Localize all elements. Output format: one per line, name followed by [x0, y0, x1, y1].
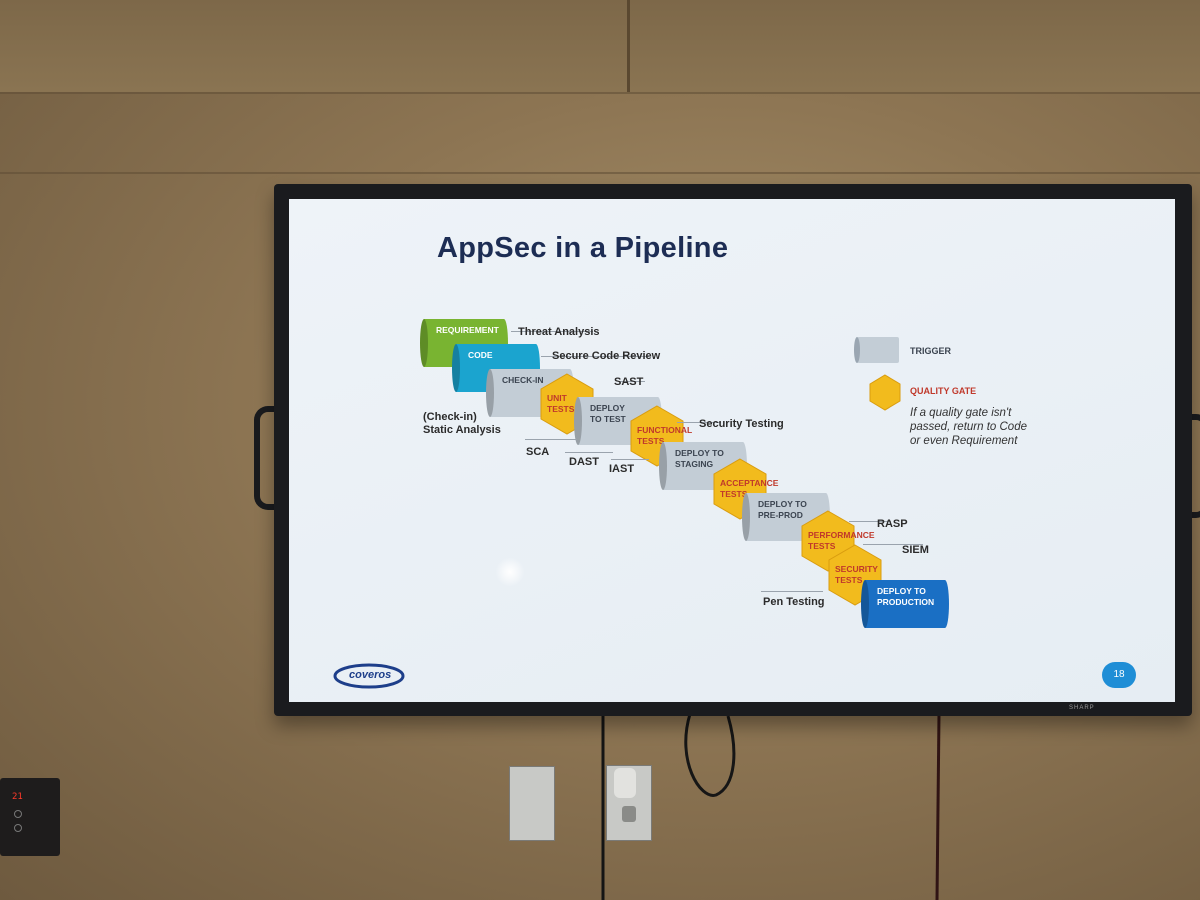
thermostat-panel: 21	[0, 778, 60, 856]
cylinder-end	[574, 397, 582, 445]
cylinder-end	[659, 442, 667, 490]
cylinder-end	[486, 369, 494, 417]
stage-label: DEPLOY TO	[758, 499, 807, 509]
annotation-dast: DAST	[569, 456, 599, 468]
annotation-secure-code-review: Secure Code Review	[552, 350, 661, 362]
thermostat-button	[14, 824, 22, 832]
annotation-line	[619, 381, 645, 382]
legend-quality-gate-label: QUALITY GATE	[910, 386, 977, 396]
ceiling-panel	[0, 0, 1200, 92]
annotation-rasp: RASP	[877, 518, 908, 530]
legend-trigger-label: TRIGGER	[910, 346, 952, 356]
annotation-line	[525, 439, 577, 440]
coveros-logo-text: coveros	[349, 669, 392, 681]
annotation-line	[863, 544, 923, 545]
stage-label: TO TEST	[590, 414, 627, 424]
wall-plate-blank	[509, 766, 555, 841]
trigger-legend-icon-end	[854, 337, 860, 363]
quality-gate-legend-icon	[869, 374, 901, 411]
slide-title: AppSec in a Pipeline	[437, 232, 729, 264]
thermostat-display: 21	[12, 792, 23, 802]
wall-seam	[0, 92, 1200, 94]
legend-shapes	[854, 337, 901, 411]
annotation-threat-analysis: Threat Analysis	[518, 326, 600, 338]
gate-label: SECURITY	[835, 564, 878, 574]
cylinder-end	[420, 319, 428, 367]
gate-label: ACCEPTANCE	[720, 478, 779, 488]
legend-note-line: or even Requirement	[910, 435, 1018, 447]
annotation-static-analysis: Static Analysis	[423, 424, 501, 436]
tv-handle-left	[254, 406, 284, 510]
legend-note-line: If a quality gate isn't	[910, 407, 1012, 419]
gate-label: TESTS	[720, 489, 748, 499]
annotation-line	[849, 521, 891, 522]
annotation-pen-testing: Pen Testing	[763, 596, 825, 608]
stage-label: DEPLOY TO	[675, 448, 724, 458]
cylinder-end	[861, 580, 869, 628]
annotation-sca: SCA	[526, 446, 550, 458]
legend-note: If a quality gate isn't passed, return t…	[910, 406, 1027, 448]
thermostat-button	[14, 810, 22, 818]
page-number-badge: 18	[1102, 662, 1136, 688]
stage-label: PRODUCTION	[877, 597, 934, 607]
gate-label: TESTS	[835, 575, 863, 585]
annotation-security-testing: Security Testing	[699, 418, 784, 430]
gate-label: UNIT	[547, 393, 568, 403]
presentation-slide: AppSec in a Pipeline REQUIREMENT CODE CHEC…	[289, 199, 1175, 702]
annotation-line	[611, 459, 649, 460]
stage-label: DEPLOY TO	[877, 586, 926, 596]
gate-label: TESTS	[808, 541, 836, 551]
coveros-logo	[333, 663, 405, 689]
stage-label: CODE	[468, 350, 493, 360]
outlet-socket	[622, 806, 636, 822]
annotation-siem: SIEM	[902, 544, 929, 556]
stage-label: PRE-PROD	[758, 510, 803, 520]
annotation-line	[677, 422, 721, 423]
annotation-line	[511, 331, 593, 332]
annotation-check-in: (Check-in)	[423, 411, 477, 423]
stage-label: DEPLOY	[590, 403, 625, 413]
annotation-line	[541, 356, 649, 357]
ceiling-seam	[627, 0, 630, 92]
cylinder-end	[941, 580, 949, 628]
stage-label: REQUIREMENT	[436, 325, 500, 335]
trigger-check-in: CHECK-IN	[486, 369, 574, 417]
cylinder-end	[742, 493, 750, 541]
trigger-legend-icon	[857, 337, 899, 363]
annotation-line	[565, 452, 613, 453]
cylinder-body	[865, 580, 945, 628]
stage-label: STAGING	[675, 459, 713, 469]
stage-label: CHECK-IN	[502, 375, 544, 385]
gate-label: TESTS	[547, 404, 575, 414]
light-glare	[495, 557, 525, 587]
gate-label: FUNCTIONAL	[637, 425, 692, 435]
tv-brand: SHARP	[1069, 705, 1095, 711]
annotation-iast: IAST	[609, 463, 635, 475]
power-plug	[614, 768, 636, 798]
legend-note-line: passed, return to Code	[910, 421, 1027, 433]
gate-label: TESTS	[637, 436, 665, 446]
annotation-line	[761, 591, 823, 592]
gate-label: PERFORMANCE	[808, 530, 875, 540]
annotation-sast: SAST	[614, 376, 644, 388]
wall-seam	[0, 172, 1200, 174]
cylinder-end	[452, 344, 460, 392]
